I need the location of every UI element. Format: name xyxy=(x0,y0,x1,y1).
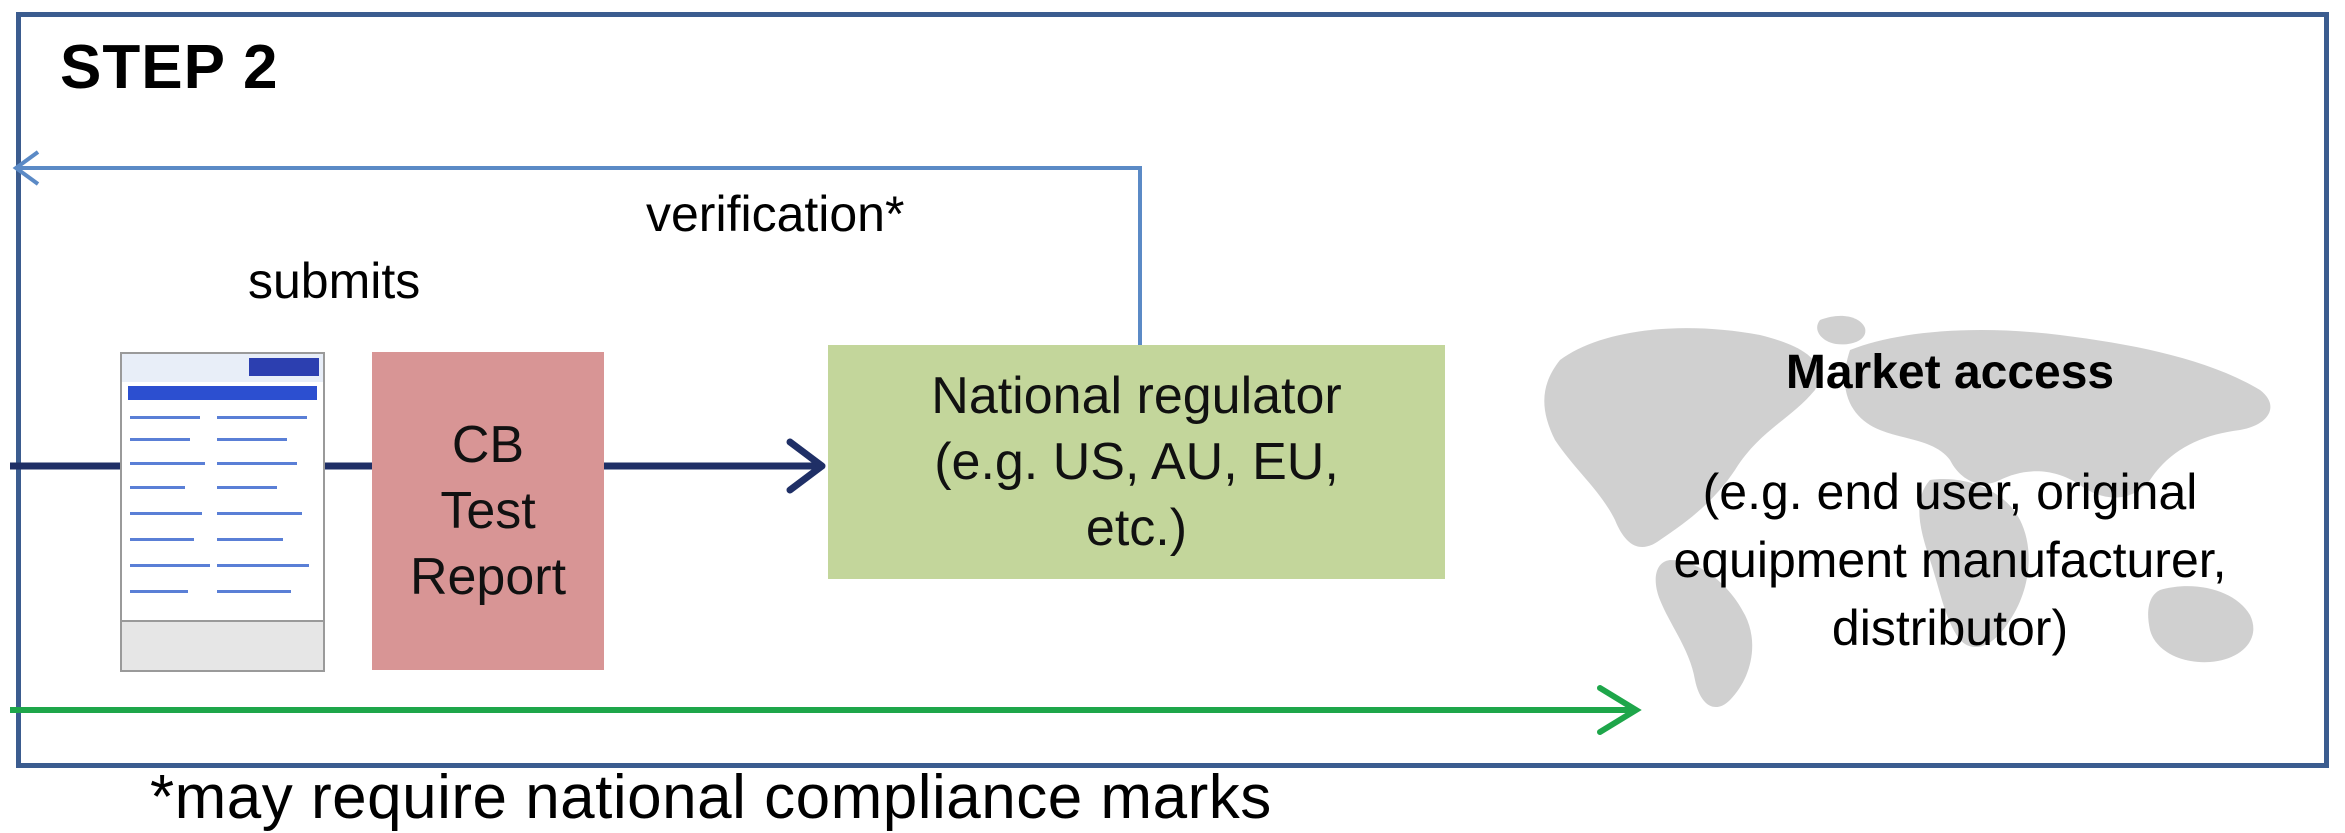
market-access-description: (e.g. end user, original equipment manuf… xyxy=(1600,458,2300,662)
submits-label: submits xyxy=(248,253,421,309)
footnote: *may require national compliance marks xyxy=(150,763,1272,832)
national-regulator-box: National regulator (e.g. US, AU, EU, etc… xyxy=(828,345,1445,579)
market-access-title: Market access xyxy=(1785,346,2115,399)
market-desc-line-2: equipment manufacturer, xyxy=(1673,532,2227,588)
regulator-line-3: etc.) xyxy=(1085,499,1188,557)
regulator-line-2: (e.g. US, AU, EU, xyxy=(934,433,1339,491)
submit-arrow xyxy=(10,438,826,494)
verification-label: verification* xyxy=(646,186,905,242)
verification-arrow xyxy=(12,150,1142,345)
step-title: STEP 2 xyxy=(60,33,279,102)
regulator-line-1: National regulator xyxy=(931,367,1342,425)
cb-report-line-2: Test xyxy=(440,482,536,540)
world-map-icon xyxy=(1544,315,2271,708)
cb-report-line-3: Report xyxy=(409,548,567,606)
market-access-arrow xyxy=(10,685,1642,735)
market-access-panel: Market access (e.g. end user, original e… xyxy=(1600,345,2300,662)
certificate-document-icon xyxy=(120,352,325,672)
market-desc-line-1: (e.g. end user, original xyxy=(1702,464,2198,520)
step-frame xyxy=(16,12,2329,768)
market-desc-line-3: distributor) xyxy=(1831,600,2069,656)
cb-test-report-box: CB Test Report xyxy=(372,352,604,670)
cb-report-line-1: CB xyxy=(451,416,525,474)
